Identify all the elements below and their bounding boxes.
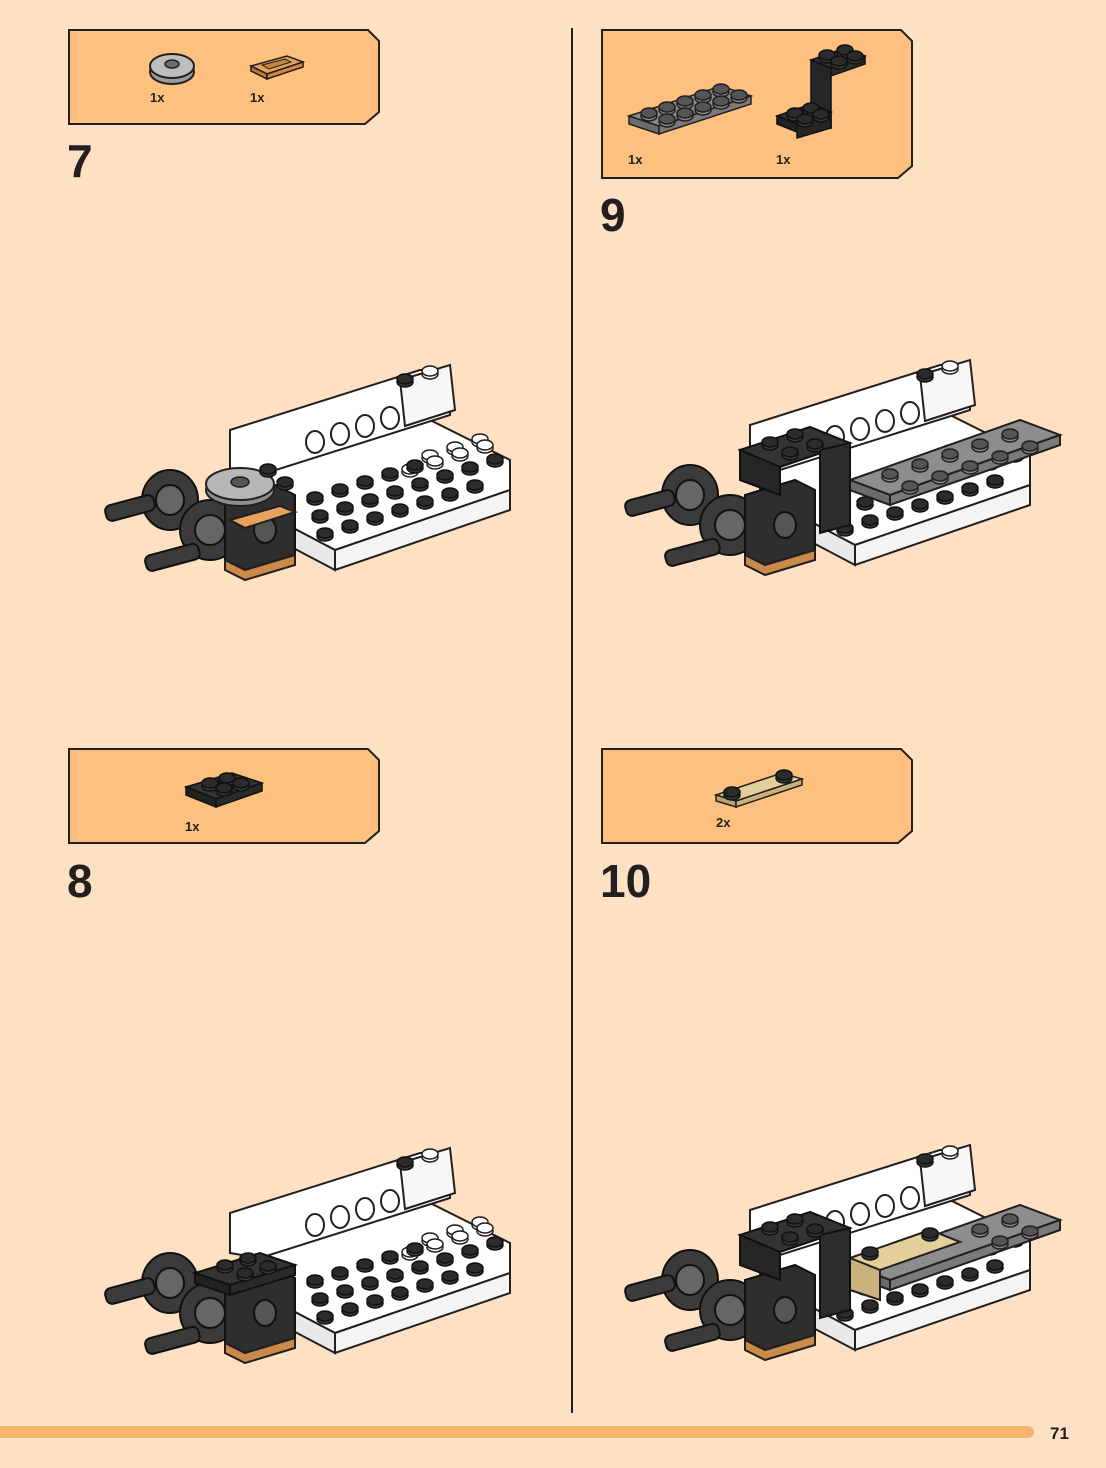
gray-2x6-plate-icon <box>625 80 755 140</box>
parts-callout-step-10: 2x <box>600 747 914 845</box>
step-number: 9 <box>600 192 626 238</box>
part-qty: 2x <box>716 815 730 830</box>
page-number: 71 <box>1050 1424 1090 1444</box>
part-qty: 1x <box>776 152 790 167</box>
round-gray-plate-icon <box>147 48 197 88</box>
assembly-model-step-10 <box>620 1140 1070 1390</box>
step-number: 8 <box>67 858 93 904</box>
parts-callout-step-7: 1x 1x <box>67 28 381 126</box>
column-divider <box>571 28 573 1413</box>
orange-tile-icon <box>247 52 307 82</box>
part-qty: 1x <box>185 819 199 834</box>
assembly-model-step-9 <box>620 355 1070 605</box>
tan-tile-with-studs-icon <box>712 765 807 810</box>
part-qty: 1x <box>628 152 642 167</box>
assembly-model-step-7 <box>100 360 520 605</box>
step-number: 10 <box>600 858 651 904</box>
black-bracket-icon <box>775 40 870 140</box>
black-2x2-plate-icon <box>182 769 267 814</box>
footer-accent-bar <box>0 1426 1034 1438</box>
parts-callout-step-8: 1x <box>67 747 381 845</box>
parts-callout-step-9: 1x 1x <box>600 28 914 180</box>
callout-frame <box>67 28 381 126</box>
part-qty: 1x <box>250 90 264 105</box>
step-number: 7 <box>67 138 93 184</box>
part-qty: 1x <box>150 90 164 105</box>
assembly-model-step-8 <box>100 1143 520 1388</box>
